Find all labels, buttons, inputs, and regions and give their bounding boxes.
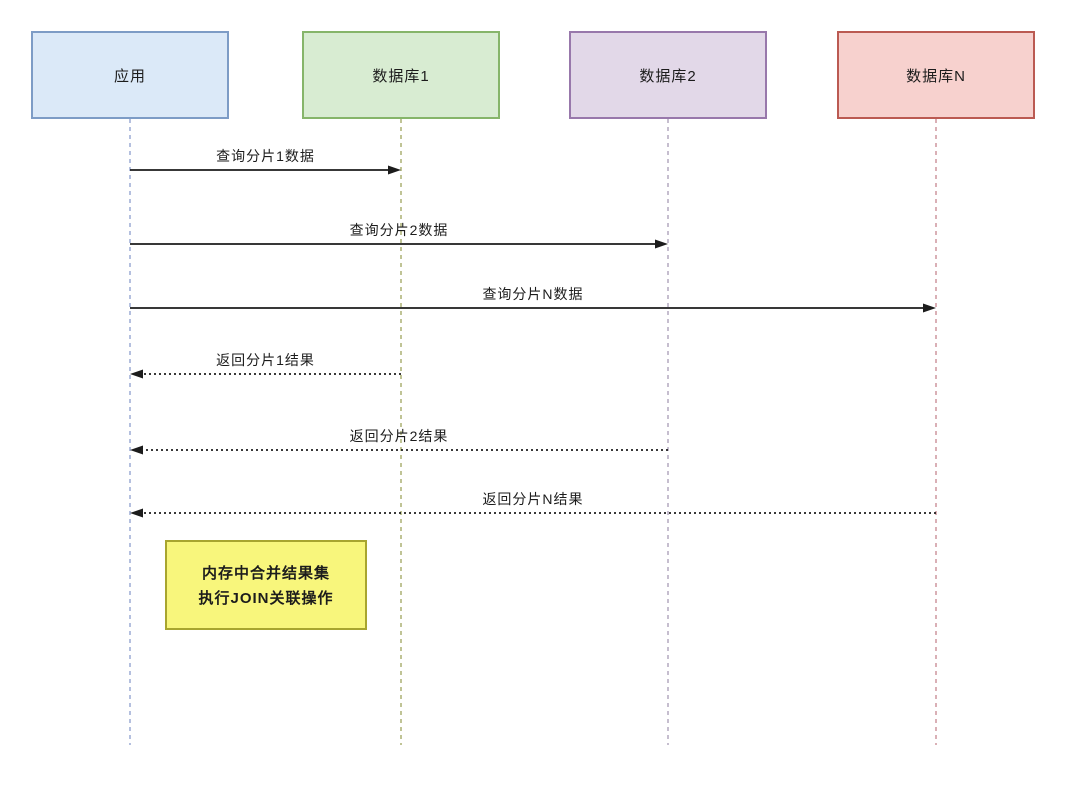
participant-box-db1: 数据库1	[302, 31, 500, 119]
message-arrowhead-1	[655, 239, 668, 249]
message-label-query-shardN: 查询分片N数据	[482, 286, 584, 302]
message-arrowhead-5	[130, 508, 143, 518]
message-label-query-shard2: 查询分片2数据	[349, 222, 449, 238]
participant-label-app: 应用	[113, 67, 146, 85]
message-arrowhead-0	[388, 165, 401, 175]
note-box-merge-join: 内存中合并结果集 执行JOIN关联操作	[165, 540, 367, 630]
message-arrowhead-3	[130, 369, 143, 379]
message-arrowhead-4	[130, 445, 143, 455]
note-line-2: 执行JOIN关联操作	[198, 590, 334, 607]
participant-label-dbn: 数据库N	[906, 67, 966, 85]
participant-box-app: 应用	[31, 31, 229, 119]
note-line-1: 内存中合并结果集	[201, 565, 330, 582]
participant-label-db2: 数据库2	[639, 67, 697, 85]
message-label-return-shard1: 返回分片1结果	[216, 352, 315, 368]
message-label-return-shard2: 返回分片2结果	[349, 428, 449, 444]
participant-box-dbn: 数据库N	[837, 31, 1035, 119]
message-label-query-shard1: 查询分片1数据	[216, 148, 315, 164]
participant-box-db2: 数据库2	[569, 31, 767, 119]
participant-label-db1: 数据库1	[372, 67, 430, 85]
message-label-return-shardN: 返回分片N结果	[482, 491, 584, 507]
message-arrowhead-2	[923, 303, 936, 313]
